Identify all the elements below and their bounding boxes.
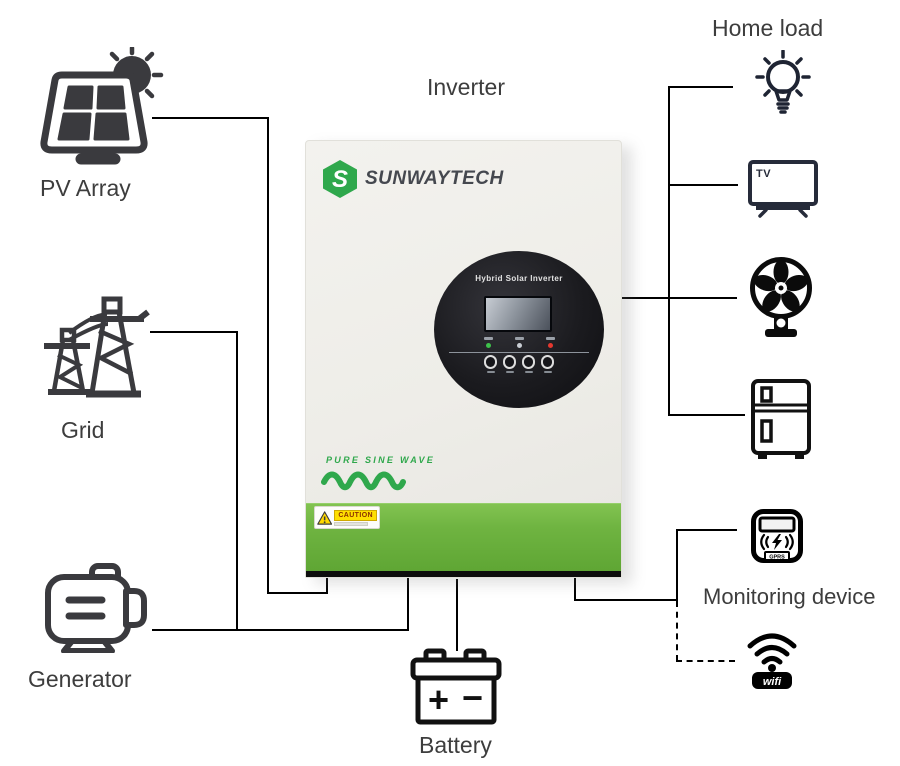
panel-button-esc: [483, 355, 498, 373]
battery-plus-symbol: +: [428, 679, 449, 720]
connector-pv-h1: [152, 117, 269, 119]
pv-array-label: PV Array: [40, 175, 131, 201]
connector-tv-h: [668, 184, 738, 186]
panel-divider: [449, 352, 589, 353]
led-indicators: [434, 337, 604, 348]
caution-fine-print: [334, 521, 369, 526]
caution-label: CAUTION: [314, 506, 380, 529]
sine-wave-icon: [321, 471, 406, 491]
wifi-label: wifi: [763, 676, 782, 688]
connector-homeload-bus: [668, 86, 670, 416]
connector-monitor-v1: [574, 577, 576, 601]
connector-generator-v1: [407, 577, 409, 631]
connector-pv-v1: [267, 117, 269, 594]
connector-monitor-v2: [676, 529, 678, 600]
brand-hexagon-icon: S: [323, 160, 357, 198]
connector-bulb-h: [668, 86, 733, 88]
fan-icon: [750, 257, 812, 337]
pure-sine-wave-text: PURE SINE WAVE: [326, 455, 436, 465]
connector-pv-v2: [326, 577, 328, 594]
gprs-device-label: GPRS: [769, 555, 785, 561]
connector-grid-h1: [150, 331, 238, 333]
tv-icon: TV: [748, 160, 818, 218]
brand-name: SUNWAYTECH: [365, 168, 504, 189]
generator-label: Generator: [28, 666, 132, 692]
inverter-bottom-strip: [306, 571, 621, 577]
panel-button-down: [521, 355, 536, 373]
panel-buttons: [434, 355, 604, 373]
grid-icon: [44, 296, 150, 398]
connector-wifi-dashed-v: [676, 601, 678, 661]
inverter-green-band: CAUTION: [306, 503, 621, 571]
connector-grid-v1: [236, 331, 238, 631]
connector-monitor-h1: [574, 599, 678, 601]
pv-array-icon: [40, 47, 164, 165]
wifi-icon: wifi: [747, 633, 797, 689]
caution-text: CAUTION: [334, 509, 377, 521]
inverter-control-panel: Hybrid Solar Inverter: [434, 251, 604, 408]
tv-screen-label: TV: [756, 168, 771, 180]
led-white: [514, 337, 524, 348]
home-load-label: Home load: [712, 15, 824, 41]
connector-wifi-dashed-h: [676, 660, 735, 662]
brand-logo-letter: S: [332, 166, 348, 193]
battery-minus-symbol: −: [462, 677, 483, 718]
generator-icon: [45, 563, 147, 653]
light-bulb-icon: [755, 50, 811, 114]
led-red: [545, 337, 555, 348]
connector-battery-v1: [456, 579, 458, 651]
warning-triangle-icon: [317, 510, 333, 525]
connector-fridge-h: [668, 414, 745, 416]
panel-button-up: [502, 355, 517, 373]
led-green: [483, 337, 493, 348]
connector-pv-h2: [267, 592, 328, 594]
grid-label: Grid: [61, 417, 105, 443]
panel-button-enter: [540, 355, 555, 373]
inverter-unit: S SUNWAYTECH Hybrid Solar Inverter PURE …: [305, 140, 622, 578]
lcd-screen: [484, 296, 552, 332]
connector-generator-h1: [152, 629, 409, 631]
inverter-label: Inverter: [427, 74, 505, 100]
battery-label: Battery: [419, 732, 492, 758]
battery-icon: + −: [410, 648, 502, 725]
panel-title: Hybrid Solar Inverter: [475, 274, 563, 283]
monitoring-device-label: Monitoring device: [703, 584, 876, 609]
refrigerator-icon: [751, 379, 811, 459]
connector-monitor-h2: [676, 529, 737, 531]
connector-fan-h: [620, 297, 737, 299]
brand-logo: S SUNWAYTECH: [322, 159, 504, 199]
gprs-device-icon: GPRS: [751, 509, 803, 563]
